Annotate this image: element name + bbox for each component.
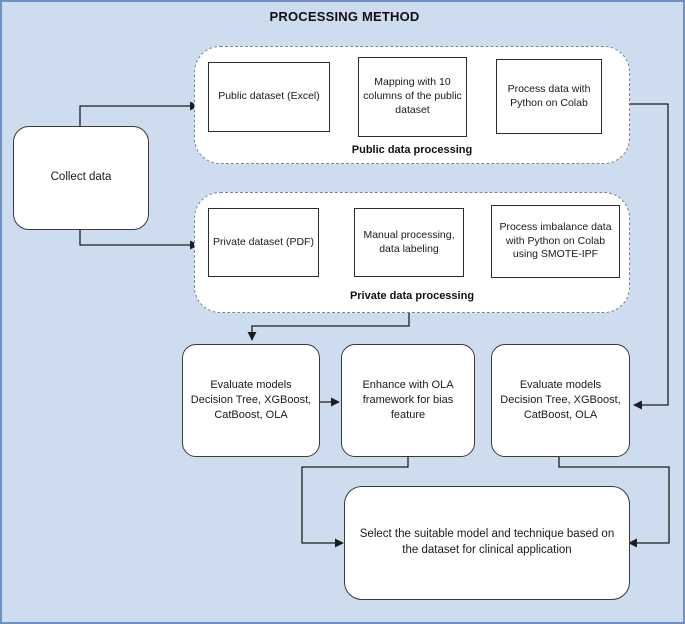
enhance-ola-label: Enhance with OLA framework for bias feat…: [362, 378, 454, 422]
private-step-2-label: Manual processing, data labeling: [363, 228, 455, 255]
enhance-ola-box[interactable]: Enhance with OLA framework for bias feat…: [341, 344, 475, 457]
collect-data-box[interactable]: Collect data: [13, 126, 149, 230]
page-title: PROCESSING METHOD: [269, 9, 420, 24]
private-step-3-box[interactable]: Process imbalance data with Python on Co…: [491, 205, 620, 278]
connector-private-to-evaluate-left: [247, 313, 410, 341]
evaluate-models-left-label: Evaluate models Decision Tree, XGBoost, …: [190, 378, 312, 422]
private-step-3-label: Process imbalance data with Python on Co…: [499, 220, 612, 261]
collect-data-label: Collect data: [50, 171, 112, 184]
evaluate-models-right-box[interactable]: Evaluate models Decision Tree, XGBoost, …: [491, 344, 630, 457]
public-step-3-label: Process data with Python on Colab: [507, 82, 591, 109]
public-step-1-label: Public dataset (Excel): [218, 90, 320, 103]
evaluate-models-right-label: Evaluate models Decision Tree, XGBoost, …: [500, 378, 621, 422]
public-step-2-box[interactable]: Mapping with 10 columns of the public da…: [358, 57, 467, 137]
public-group-label: Public data processing: [351, 144, 473, 156]
private-group-label: Private data processing: [349, 290, 475, 302]
private-step-1-label: Private dataset (PDF): [213, 235, 314, 248]
private-step-2-box[interactable]: Manual processing, data labeling: [354, 208, 464, 277]
private-step-1-box[interactable]: Private dataset (PDF): [208, 208, 319, 277]
select-model-box[interactable]: Select the suitable model and technique …: [344, 486, 630, 600]
evaluate-models-left-box[interactable]: Evaluate models Decision Tree, XGBoost, …: [182, 344, 320, 457]
public-step-3-box[interactable]: Process data with Python on Colab: [496, 59, 602, 134]
public-step-1-box[interactable]: Public dataset (Excel): [208, 62, 330, 132]
select-model-label: Select the suitable model and technique …: [359, 528, 615, 556]
public-step-2-label: Mapping with 10 columns of the public da…: [363, 76, 462, 116]
